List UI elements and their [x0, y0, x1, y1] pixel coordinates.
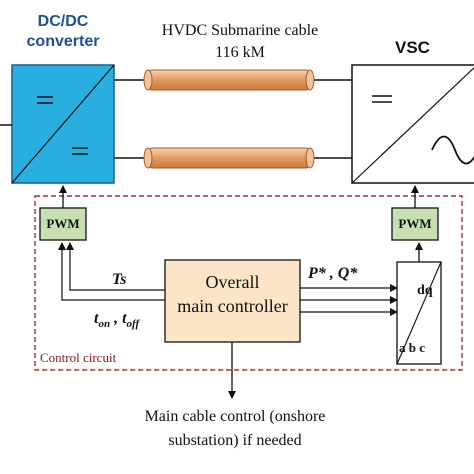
pwm-left-label: PWM	[46, 216, 80, 231]
dcdc-converter-block	[0, 64, 115, 184]
pwm-right-box	[391, 207, 439, 241]
controller-box	[164, 259, 301, 343]
hvdc-cable-top	[143, 69, 315, 91]
ton-toff-label: ton , toff	[94, 310, 140, 331]
controller-label: Overall main controller	[165, 270, 300, 318]
vsc-block	[351, 64, 474, 184]
dcdc-title: DC/DC converter	[8, 12, 118, 52]
abc-label: a b c	[399, 340, 425, 355]
cable-title-line2: 116 kM	[215, 44, 265, 61]
main-cable-note: Main cable control (onshore substation) …	[100, 405, 370, 453]
controller-line2: main controller	[177, 296, 288, 316]
cable-title-line1: HVDC Submarine cable	[161, 22, 319, 39]
pq-label: P* , Q*	[308, 265, 358, 282]
control-circuit-label: Control circuit	[40, 350, 117, 365]
control-circuit-border	[34, 195, 463, 371]
ts-label: Ts	[112, 271, 127, 288]
vsc-title: VSC	[395, 38, 430, 57]
cable-title: HVDC Submarine cable 116 kM	[120, 20, 360, 64]
note-line2: substation) if needed	[168, 432, 302, 449]
controller-line1: Overall	[205, 272, 260, 292]
dcdc-title-line2: converter	[26, 33, 100, 50]
dcdc-title-line1: DC/DC	[37, 13, 89, 30]
hvdc-cable-bottom	[143, 147, 315, 169]
pwm-right-label: PWM	[398, 216, 432, 231]
dq-label: dq	[417, 283, 433, 298]
note-line1: Main cable control (onshore	[144, 408, 326, 425]
